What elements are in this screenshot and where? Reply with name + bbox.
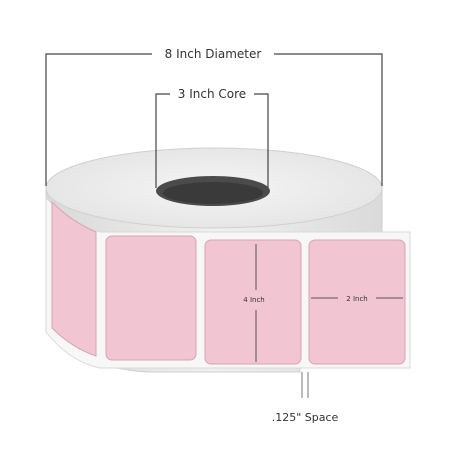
label-wrapped-left xyxy=(51,200,97,357)
label-2 xyxy=(105,235,197,361)
label-4 xyxy=(308,239,406,365)
diameter-bracket xyxy=(45,53,152,186)
core-hole-inner xyxy=(163,182,263,204)
gap-label: .125" Space xyxy=(272,411,339,424)
diameter-label: 8 Inch Diameter xyxy=(165,47,262,61)
core-bracket-right xyxy=(254,93,269,188)
height-label: 4 Inch xyxy=(243,296,264,304)
core-label: 3 Inch Core xyxy=(178,87,246,101)
diameter-bracket-right xyxy=(274,53,383,186)
label-3 xyxy=(204,239,302,365)
core-bracket-left xyxy=(155,93,170,188)
width-label: 2 Inch xyxy=(346,295,367,303)
